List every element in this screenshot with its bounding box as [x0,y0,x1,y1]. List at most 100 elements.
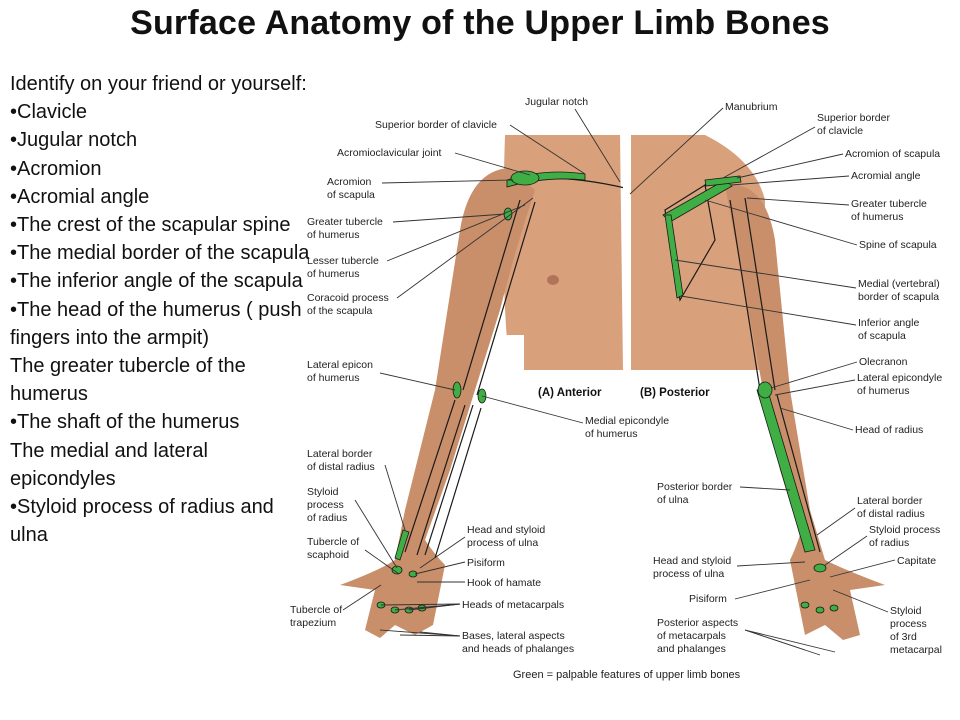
label-coracoid-1: Coracoid process [307,292,389,304]
label-medial-border-1: Medial (vertebral) [858,278,940,290]
label-posterior-border-ulna-2: of ulna [657,494,689,506]
leader-greater-tubercle-b [746,197,850,206]
leader-styloid-3rd [832,589,889,613]
leader-heads-metacarpals-4 [421,603,461,609]
label-medial-border-2: border of scapula [858,291,939,303]
leader-capitate [829,559,896,578]
leader-lesser-tubercle [386,204,526,262]
leader-acromial-angle [730,175,850,186]
label-tubercle-scaphoid-1: Tubercle of [307,536,359,548]
olecranon-green [757,381,773,399]
list-item: •Jugular notch [10,129,138,152]
leader-posterior-aspects-2 [744,629,821,656]
leader-bases-2 [399,634,461,637]
leader-acromion-a [381,179,514,184]
list-item: •The medial border of the scapula [10,242,310,265]
label-tubercle-trapezium-1: Tubercle of [290,604,342,616]
label-pisiform-a: Pisiform [467,557,505,569]
posterior-view [630,135,885,640]
leader-acromioclavicular-joint [454,152,531,176]
label-bases-2: and heads of phalanges [462,643,574,655]
leader-bases-3 [419,631,461,637]
leader-lateral-border-b [816,507,856,536]
anterior-gap [498,335,524,373]
label-bases-1: Bases, lateral aspects [462,630,565,642]
list-item: The greater tubercle of the humerus [10,355,252,406]
wrist-green-1 [391,565,403,575]
label-pisiform-b: Pisiform [689,593,727,605]
leader-head-styloid-ulna-b [736,561,806,567]
label-styloid-3rd-3: of 3rd [890,631,917,643]
list-item: •Clavicle [10,101,88,124]
label-greater-tubercle-b-1: Greater tubercle [851,198,927,210]
label-lateral-border-a-2: of distal radius [307,461,375,473]
leader-pisiform-b [734,579,811,600]
leader-coracoid [396,197,534,299]
ulna-bone [424,404,482,559]
scapula-bone [664,184,716,302]
label-lateral-border-b-1: Lateral border [857,495,923,507]
label-spine-scapula: Spine of scapula [859,239,937,251]
list-item: •Acromion [10,157,102,180]
leader-superior-border-b [722,126,816,179]
posterior-arm [725,184,885,640]
acromion-green [510,170,540,186]
label-inferior-angle-2: of scapula [858,330,906,342]
leader-tubercle-scaphoid [364,549,400,575]
list-item: •The inferior angle of the scapula [10,270,303,293]
label-acromial-angle: Acromial angle [851,170,921,182]
label-lateral-border-b-2: of distal radius [857,508,925,520]
label-superior-border-b-2: of clavicle [817,125,863,137]
label-acromion-a-1: Acromion [327,176,372,188]
leader-styloid-radius [354,499,398,569]
label-greater-tubercle-a-1: Greater tubercle [307,216,383,228]
nipple [547,275,559,285]
list-item: •The shaft of the humerus [10,411,240,434]
leader-lateral-epicondyle-b [774,379,856,396]
label-styloid-3rd-4: metacarpal [890,644,942,656]
label-acromion-b: Acromion of scapula [845,148,940,160]
leader-heads-metacarpals-1 [380,603,461,606]
humerus-bone [462,199,536,396]
intro-heading: Identify on your friend or yourself: [10,73,307,95]
label-lateral-epicon-1: Lateral epicon [307,359,373,371]
leader-styloid-radius-b [824,535,868,566]
label-head-styloid-ulna-b-1: Head and styloid [653,555,731,567]
label-heads-metacarpals: Heads of metacarpals [462,599,564,611]
post-metacarpal-green-3 [829,604,839,612]
leader-acromion-b [736,153,844,179]
leader-head-styloid-ulna-a [419,536,466,569]
leader-lateral-epicon [379,372,456,391]
radius-bone [404,399,466,556]
label-lateral-epicondyle-b-2: of humerus [857,385,910,397]
medial-border-green [664,214,684,299]
intro-list: Identify on your friend or yourself: •Cl… [10,70,310,549]
leader-posterior-aspects-3 [744,629,836,653]
anterior-torso [503,135,623,370]
label-medial-epicondyle-1: Medial epicondyle [585,415,669,427]
anterior-view [340,135,626,638]
leader-manubrium [629,107,724,195]
label-superior-border-b-1: Superior border [817,112,890,124]
leader-tubercle-trapezium [342,584,382,611]
label-head-styloid-ulna-a-2: process of ulna [467,537,538,549]
leader-inferior-angle [680,295,857,326]
label-lateral-border-a-1: Lateral border [307,448,373,460]
post-metacarpal-green-2 [815,606,825,614]
leader-head-radius [779,407,854,431]
label-lateral-epicon-2: of humerus [307,372,360,384]
page-title: Surface Anatomy of the Upper Limb Bones [130,4,830,42]
label-manubrium: Manubrium [725,101,778,113]
label-medial-epicondyle-2: of humerus [585,428,638,440]
label-superior-border-clavicle: Superior border of clavicle [375,119,497,131]
caption: Green = palpable features of upper limb … [513,669,741,681]
label-lateral-epicondyle-b-1: Lateral epicondyle [857,372,942,384]
label-greater-tubercle-a-2: of humerus [307,229,360,241]
distal-radius-green [394,529,410,561]
view-divider [623,130,631,380]
label-styloid-radius-1: Styloid [307,486,339,498]
list-item: •Acromial angle [10,185,150,208]
label-posterior-aspects-3: and phalanges [657,643,726,655]
label-posterior-aspects-2: of metacarpals [657,630,726,642]
label-styloid-3rd-1: Styloid [890,605,922,617]
